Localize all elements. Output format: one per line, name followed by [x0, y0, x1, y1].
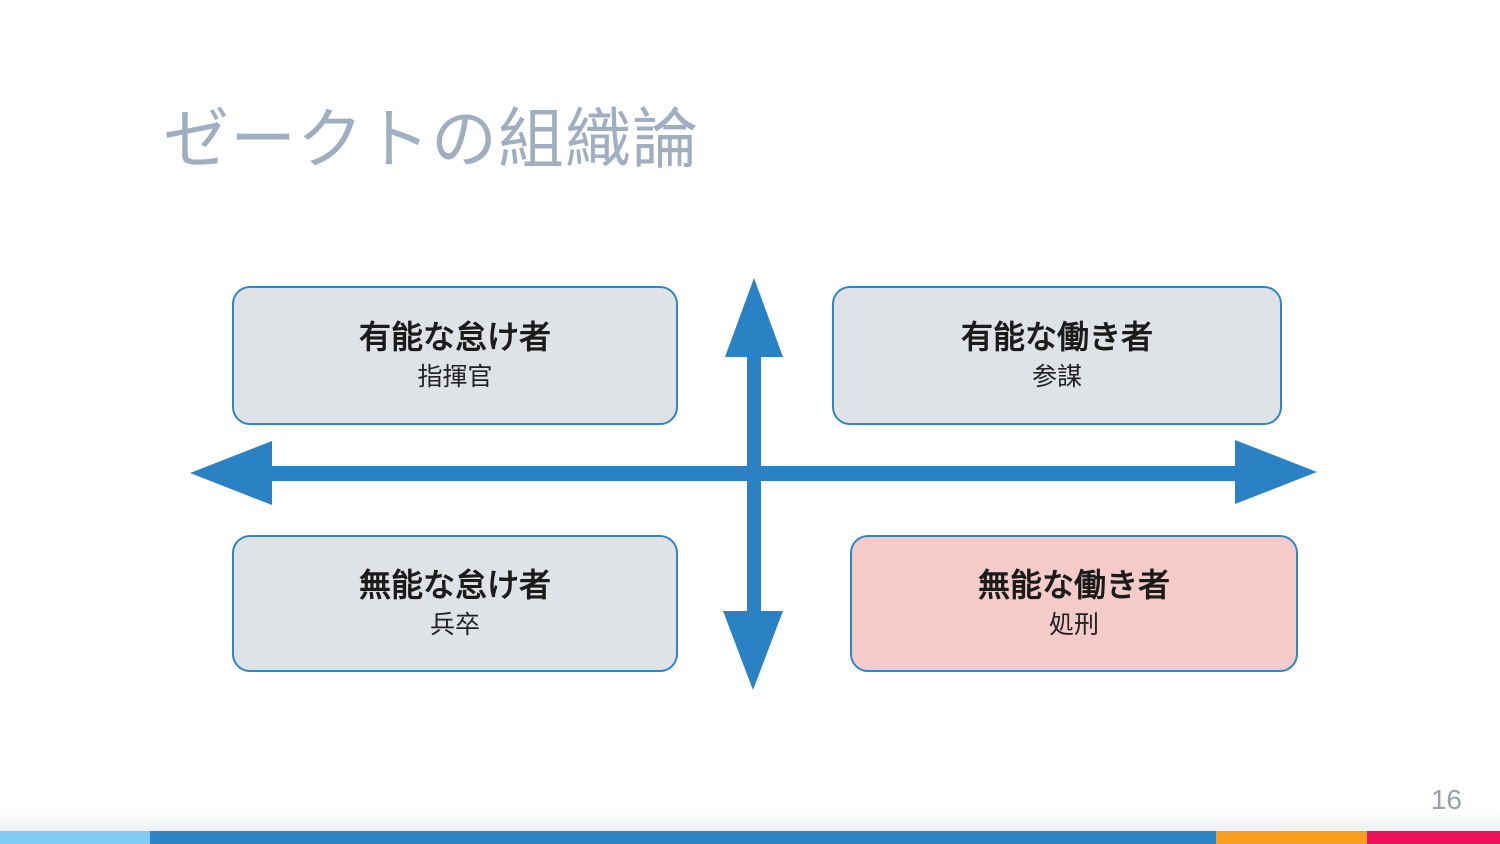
footer-bar-segment-blue	[150, 831, 1216, 844]
page-number: 16	[1430, 784, 1462, 815]
axis-arrow-up-head	[725, 278, 783, 357]
quadrant-subtitle: 処刑	[1048, 610, 1099, 639]
quadrant-title: 有能な働き者	[960, 318, 1153, 355]
footer-color-bar	[0, 831, 1500, 844]
quadrant-title: 無能な働き者	[977, 566, 1170, 603]
quadrant-title: 無能な怠け者	[358, 566, 551, 603]
footer-bar-segment-crimson	[1367, 831, 1500, 844]
quadrant-box-bottom-left: 無能な怠け者 兵卒	[232, 535, 678, 672]
slide-title: ゼークトの組織論	[163, 102, 699, 176]
quadrant-subtitle: 兵卒	[429, 610, 480, 639]
axis-arrow-right-head	[1235, 440, 1317, 504]
footer-bar-segment-lightblue	[0, 831, 150, 844]
quadrant-box-bottom-right: 無能な働き者 処刑	[850, 535, 1298, 672]
quadrant-subtitle: 指揮官	[417, 362, 493, 391]
footer-bar-segment-orange	[1216, 831, 1367, 844]
quadrant-subtitle: 参謀	[1031, 362, 1082, 391]
axis-horizontal-shaft	[264, 466, 1240, 481]
axis-arrow-left-head	[190, 441, 272, 505]
quadrant-title: 有能な怠け者	[358, 318, 551, 355]
axis-vertical-shaft	[747, 350, 761, 615]
quadrant-box-top-left: 有能な怠け者 指揮官	[232, 286, 678, 425]
axis-arrow-down-head	[723, 611, 783, 690]
quadrant-box-top-right: 有能な働き者 参謀	[832, 286, 1282, 425]
footer-shadow	[0, 812, 1500, 831]
